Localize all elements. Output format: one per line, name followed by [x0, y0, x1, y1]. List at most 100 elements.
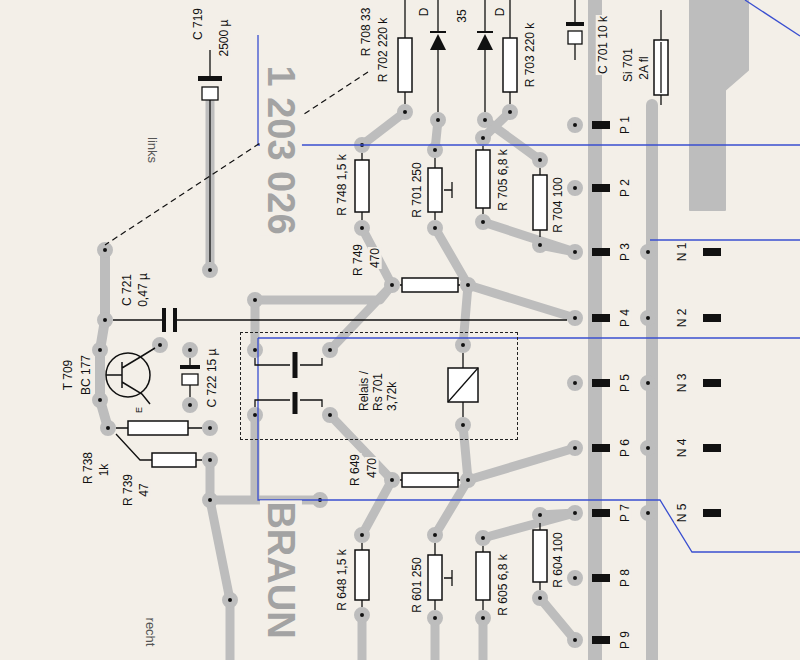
label-holder: recht — [143, 617, 157, 648]
solder-pad — [103, 423, 113, 433]
terminal-stub — [703, 314, 721, 322]
solder-pad — [535, 510, 545, 520]
terminal-stub — [592, 248, 610, 256]
capacitor-plate — [198, 76, 222, 81]
label-holder: P 1 — [619, 115, 632, 135]
part-label: T 709 — [61, 359, 75, 391]
solder-pad — [95, 395, 105, 405]
label-holder: 470 — [366, 457, 379, 479]
solder-pad — [95, 345, 105, 355]
solder-pad — [478, 533, 488, 543]
label-holder: R 703 220 k — [524, 22, 537, 89]
label-holder: E — [135, 406, 144, 414]
solder-pad — [100, 245, 110, 255]
label-holder: N 3 — [676, 373, 689, 394]
label-holder: P 6 — [619, 438, 632, 458]
capacitor-plate — [202, 87, 218, 100]
solder-pad — [430, 145, 440, 155]
solder-pad — [643, 247, 653, 257]
solder-pad — [185, 345, 195, 355]
pin-label: N 1 — [675, 242, 689, 263]
resistor-symbol — [128, 421, 188, 435]
pin-label: P 1 — [618, 115, 632, 135]
resistor-symbol — [402, 473, 458, 487]
capacitor-plate — [568, 31, 582, 44]
part-label: R 704 100 — [551, 176, 565, 233]
solder-pad — [643, 443, 653, 453]
transistor-leads — [106, 348, 155, 404]
terminal-stub — [592, 314, 610, 322]
trimmer-symbol — [428, 168, 442, 212]
solder-pad — [458, 420, 468, 430]
terminal-stub — [592, 184, 610, 192]
trimmer-symbol — [428, 555, 442, 600]
part-label: R 703 220 k — [523, 22, 537, 89]
label-holder: 2A fl — [638, 55, 651, 80]
pin-label: P 8 — [618, 568, 632, 588]
part-label: R 701 250 — [410, 161, 424, 218]
part-label: R 702 220 k — [376, 17, 390, 84]
label-holder: R 705 6,8 k — [497, 148, 510, 211]
terminal-stub — [703, 509, 721, 517]
label-holder: N 1 — [676, 242, 689, 263]
blue-wires — [258, 0, 800, 552]
label-holder: 1k — [98, 463, 111, 478]
part-label: C 719 — [191, 7, 205, 41]
diode-bar — [430, 31, 446, 33]
part-label: C 721 — [120, 273, 134, 307]
symbol-details — [444, 42, 661, 586]
part-label: R 604 100 — [551, 531, 565, 588]
label-holder: T 709 — [62, 359, 75, 391]
resistor-symbols — [128, 38, 668, 600]
solder-pad — [325, 410, 335, 420]
part-label: D — [417, 7, 431, 18]
label-holder: P 2 — [619, 178, 632, 198]
solder-pad — [205, 455, 215, 465]
terminal-stub — [592, 379, 610, 387]
copper-trace — [362, 112, 575, 318]
label-holder: R 738 — [82, 451, 95, 485]
label-holder: C 719 — [192, 7, 205, 41]
label-holder: C 701 10 k — [597, 15, 610, 75]
resistor-symbol — [398, 38, 412, 92]
label-holder: 1 203 026 — [260, 64, 300, 235]
solder-pad — [570, 313, 580, 323]
board-number: 1 203 026 — [260, 64, 302, 235]
label-holder: P 3 — [619, 242, 632, 262]
capacitor-plate — [182, 374, 198, 385]
solder-pad — [225, 595, 235, 605]
resistor-symbol — [152, 453, 196, 467]
solder-pad — [250, 295, 260, 305]
label-holder: 47 — [138, 482, 151, 497]
solder-pad — [155, 340, 165, 350]
solder-pad — [643, 313, 653, 323]
value-label: 470 — [365, 457, 379, 479]
value-label: 2A fl — [637, 55, 651, 80]
label-holder: N 4 — [676, 438, 689, 459]
pin-label: E — [134, 406, 144, 414]
label-holder: P 7 — [619, 503, 632, 523]
label-holder: R 701 250 — [411, 161, 424, 218]
solder-pad — [400, 107, 410, 117]
solder-pad — [643, 378, 653, 388]
transistor-symbol — [106, 348, 155, 404]
part-label: R 648 1,5 k — [335, 548, 349, 611]
label-holder: BRAUN — [260, 500, 300, 639]
solder-pad — [463, 280, 473, 290]
solder-pad — [430, 223, 440, 233]
label-holder: R 749 — [352, 243, 365, 277]
solder-pad — [535, 155, 545, 165]
blue-wire — [258, 338, 800, 552]
part-label: R 705 6,8 k — [496, 148, 510, 211]
part-label: R 738 — [81, 451, 95, 485]
relay-contact — [293, 352, 298, 414]
solder-pad — [325, 345, 335, 355]
shield-dashed-line — [105, 72, 368, 245]
solder-pad — [357, 610, 367, 620]
terminal-stub — [703, 444, 721, 452]
label-holder: C 722 15 µ — [206, 348, 219, 409]
solder-pad — [570, 635, 580, 645]
solder-pad — [387, 475, 397, 485]
